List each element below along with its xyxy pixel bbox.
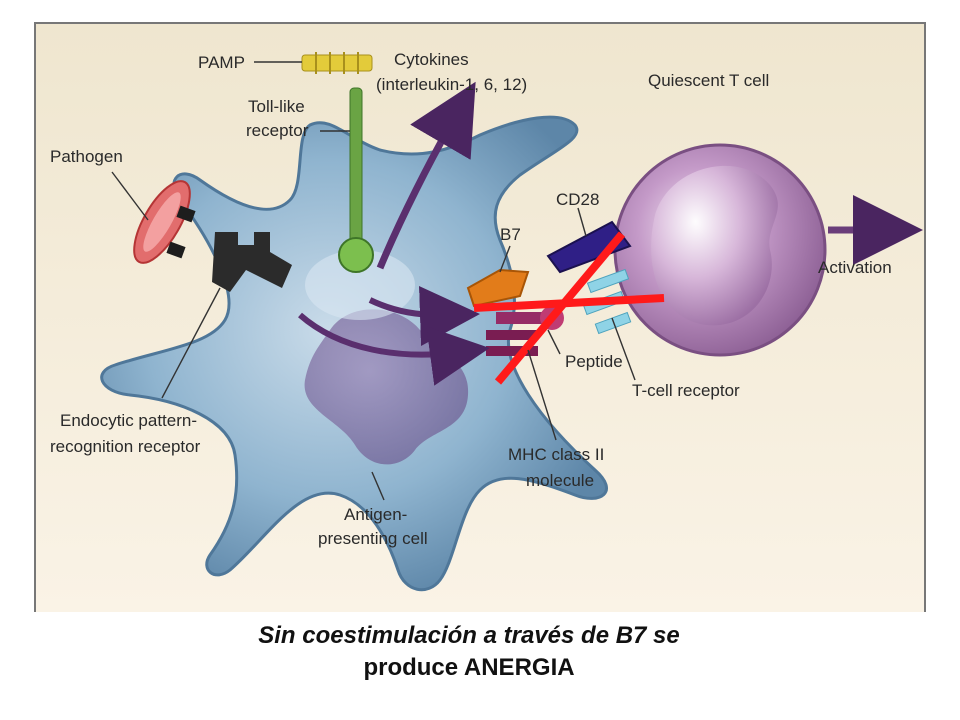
label-recognition: recognition receptor (50, 437, 201, 456)
toll-like-receptor-stalk (349, 87, 363, 249)
pamp-molecule (301, 52, 373, 74)
label-molecule: molecule (526, 471, 594, 490)
b7-induction-arrow (368, 286, 480, 346)
pathogen (133, 180, 196, 264)
figure-border-top (34, 22, 926, 24)
label-endocytic: Endocytic pattern- (60, 411, 197, 430)
label-cytokines-detail: (interleukin-1, 6, 12) (376, 75, 527, 94)
endocytic-receptor (212, 232, 292, 292)
label-activation: Activation (818, 258, 892, 277)
label-pathogen: Pathogen (50, 147, 123, 166)
label-t-cell-receptor: T-cell receptor (632, 381, 740, 400)
label-cytokines: Cytokines (394, 50, 469, 69)
red-cross-line-2 (473, 294, 665, 312)
red-cross-line-1 (494, 231, 626, 385)
label-peptide: Peptide (565, 352, 623, 371)
label-toll-like: Toll-like (248, 97, 305, 116)
label-quiescent-t-cell: Quiescent T cell (648, 71, 769, 90)
caption-line-1: Sin coestimulación a través de B7 se (258, 622, 680, 649)
t-cell-nucleus (651, 165, 778, 326)
leader-lines (111, 61, 636, 501)
cd28-molecule (546, 220, 632, 274)
caption-line-2: produce ANERGIA (363, 654, 575, 681)
toll-like-receptor-bulb (338, 237, 374, 273)
label-mhc: MHC class II (508, 445, 604, 464)
label-toll-like-receptor: receptor (246, 121, 309, 140)
label-presenting-cell: presenting cell (318, 529, 428, 548)
label-antigen: Antigen- (344, 505, 407, 524)
mhc-class-ii-molecule (486, 312, 542, 356)
label-pamp: PAMP (198, 53, 245, 72)
figure-border-left (34, 22, 36, 612)
apc-vesicle (305, 250, 415, 320)
label-b7: B7 (500, 225, 521, 244)
label-cd28: CD28 (556, 190, 599, 209)
figure-border-right (924, 22, 926, 612)
cytokine-arrow (376, 81, 476, 270)
caption: Sin coestimulación a través de B7 se pro… (128, 612, 810, 692)
antigen-processing-arrow (298, 312, 490, 386)
